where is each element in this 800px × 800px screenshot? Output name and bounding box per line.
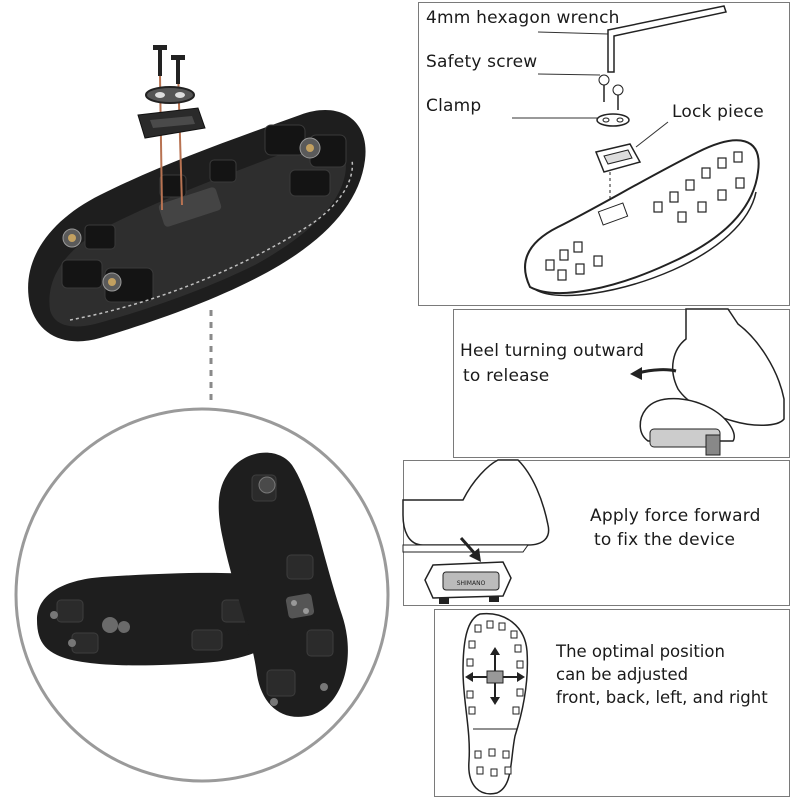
release-text-line1: Heel turning outward	[460, 341, 645, 361]
screw-label: Safety screw	[426, 52, 538, 72]
shoe-pair-circle-photo	[14, 407, 390, 783]
clamp-label: Clamp	[426, 96, 482, 116]
parts-line-drawing	[512, 5, 760, 297]
position-text-line3: front, back, left, and right	[556, 688, 768, 707]
heel-release-drawing	[630, 308, 785, 456]
lock-piece-label: Lock piece	[672, 102, 764, 122]
position-text-line2: can be adjusted	[556, 665, 689, 684]
release-text-line2: to release	[463, 366, 550, 386]
pedal-brand-text: SHIMANO	[457, 580, 486, 587]
connector-line	[209, 310, 213, 400]
fix-device-drawing: SHIMANO	[402, 459, 550, 604]
shoe-exploded-illustration	[28, 45, 366, 342]
wrench-label: 4mm hexagon wrench	[426, 8, 620, 28]
sole-position-drawing	[462, 612, 529, 795]
position-text-line1: The optimal position	[556, 642, 725, 661]
fix-text-line2: to fix the device	[594, 530, 736, 550]
fix-text-line1: Apply force forward	[590, 506, 761, 526]
